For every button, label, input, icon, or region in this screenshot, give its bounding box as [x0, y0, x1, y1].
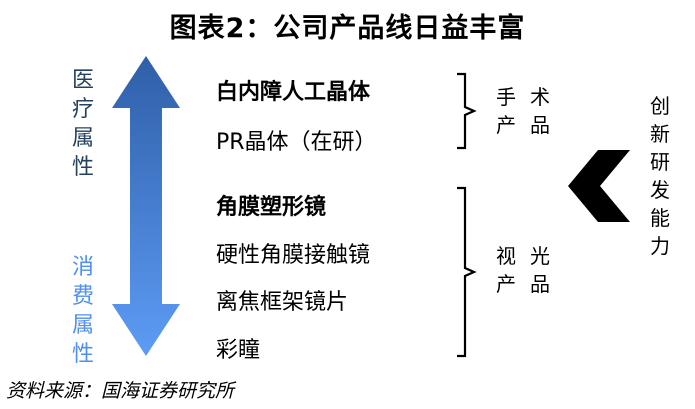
vision-group-line: 产品	[496, 272, 564, 296]
medical-char: 性	[72, 155, 95, 180]
product-defocus-spectacle-lens: 离焦框架镜片	[216, 290, 349, 315]
vision-group-bracket	[457, 186, 477, 358]
surgical-group-bracket	[457, 72, 477, 150]
innovation-char: 力	[650, 234, 670, 258]
consumer-char: 属	[72, 313, 95, 338]
product-pr-lens: PR晶体（在研）	[216, 130, 377, 155]
product-colored-contact-lens: 彩瞳	[216, 338, 261, 363]
product-rgp-lens: 硬性角膜接触镜	[216, 243, 371, 268]
innovation-char: 能	[650, 206, 670, 230]
surgical-group-line: 手术	[496, 85, 564, 109]
vision-group-label: 视光 产品	[496, 242, 550, 298]
innovation-char: 研	[650, 150, 670, 174]
innovation-rd-label: 创 新 研 发 能 力	[650, 92, 670, 260]
surgical-group-line: 产品	[496, 113, 564, 137]
product-ortho-k-lens: 角膜塑形镜	[216, 195, 327, 220]
consumer-char: 消	[72, 255, 95, 280]
consumer-char: 费	[72, 284, 95, 309]
vision-group-line: 视光	[496, 244, 564, 268]
medical-char: 疗	[72, 97, 95, 122]
consumer-attribute-label: 消 费 属 性	[72, 253, 94, 369]
innovation-char: 创	[650, 94, 670, 118]
medical-char: 属	[72, 126, 95, 151]
medical-char: 医	[72, 68, 95, 93]
surgical-group-label: 手术 产品	[496, 83, 550, 139]
figure-title: 图表2：公司产品线日益丰富	[169, 13, 526, 44]
product-cataract-iol: 白内障人工晶体	[216, 80, 371, 105]
source-note: 资料来源：国海证券研究所	[6, 380, 235, 402]
medical-attribute-label: 医 疗 属 性	[72, 66, 94, 182]
innovation-char: 发	[650, 178, 670, 202]
double-headed-arrow-icon	[112, 56, 180, 356]
consumer-char: 性	[72, 342, 95, 367]
chevron-left-icon	[568, 150, 630, 222]
innovation-char: 新	[650, 122, 670, 146]
